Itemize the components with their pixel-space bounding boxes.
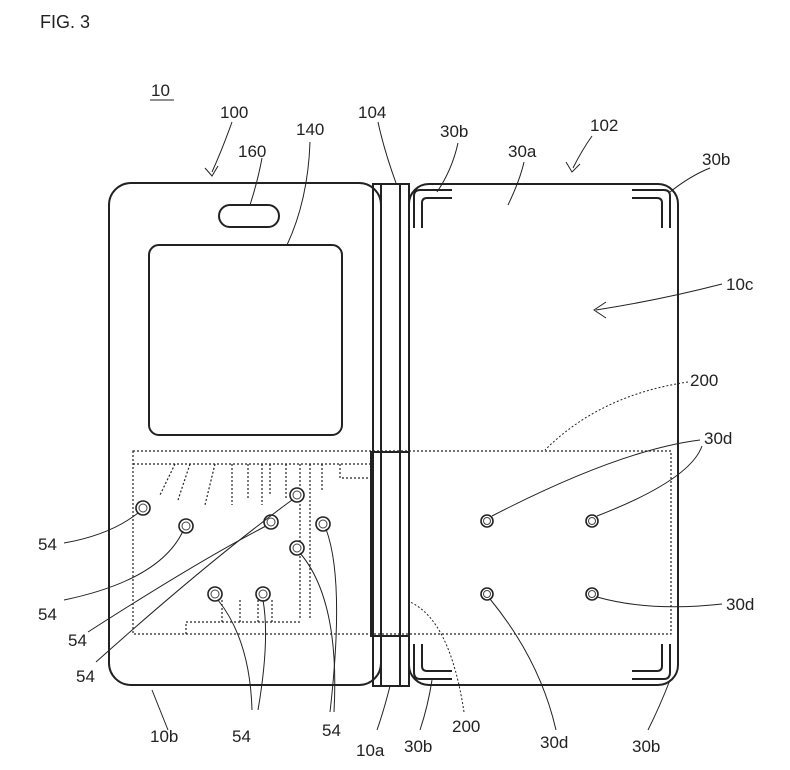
label-corner-top-right: 30b [702,150,730,169]
label-inner-face: 30a [508,142,537,161]
corner-piece-top-right-inner [632,198,662,228]
label-antenna-lower: 200 [452,717,480,736]
label-speaker: 160 [238,142,266,161]
label-side-b: 10b [150,727,178,746]
label-contact-5: 54 [232,727,251,746]
label-housing-right: 102 [590,116,618,135]
label-electrode-right: 30d [726,595,754,614]
right-housing [409,184,678,685]
corner-piece-bottom-left-inner [422,644,452,671]
label-contact-2: 54 [38,605,57,624]
label-corner-bottom-right: 30b [632,737,660,756]
corner-piece-bottom-left [414,644,452,679]
hinge-center-band [371,452,409,636]
label-corner-bottom-left: 30b [404,737,432,756]
label-contact-3: 54 [68,631,87,650]
label-antenna-upper: 200 [690,371,718,390]
label-display: 140 [296,120,324,139]
label-outer-face: 10c [726,275,754,294]
display-panel [149,245,342,435]
label-hinge: 104 [358,103,386,122]
corner-piece-top-right [632,190,670,228]
label-electrode-bottom: 30d [540,733,568,752]
figure-title: FIG. 3 [40,12,90,32]
label-side-a: 10a [356,741,385,760]
label-contact-4: 54 [76,667,95,686]
label-housing-left: 100 [220,103,248,122]
hinge-outer [373,184,409,686]
electrodes-30d [481,515,598,600]
antenna-trace [133,451,671,634]
label-device: 10 [151,81,170,100]
corner-piece-top-left-inner [422,198,452,228]
corner-piece-bottom-right [632,644,670,679]
label-contact-6: 54 [322,721,341,740]
speaker-slot [219,205,279,227]
label-electrode-upper: 30d [704,429,732,448]
label-contact-1: 54 [38,535,57,554]
leader-lines [64,122,722,730]
label-corner-top-left: 30b [440,122,468,141]
corner-piece-bottom-right-inner [632,644,662,671]
corner-piece-top-left [414,190,452,228]
